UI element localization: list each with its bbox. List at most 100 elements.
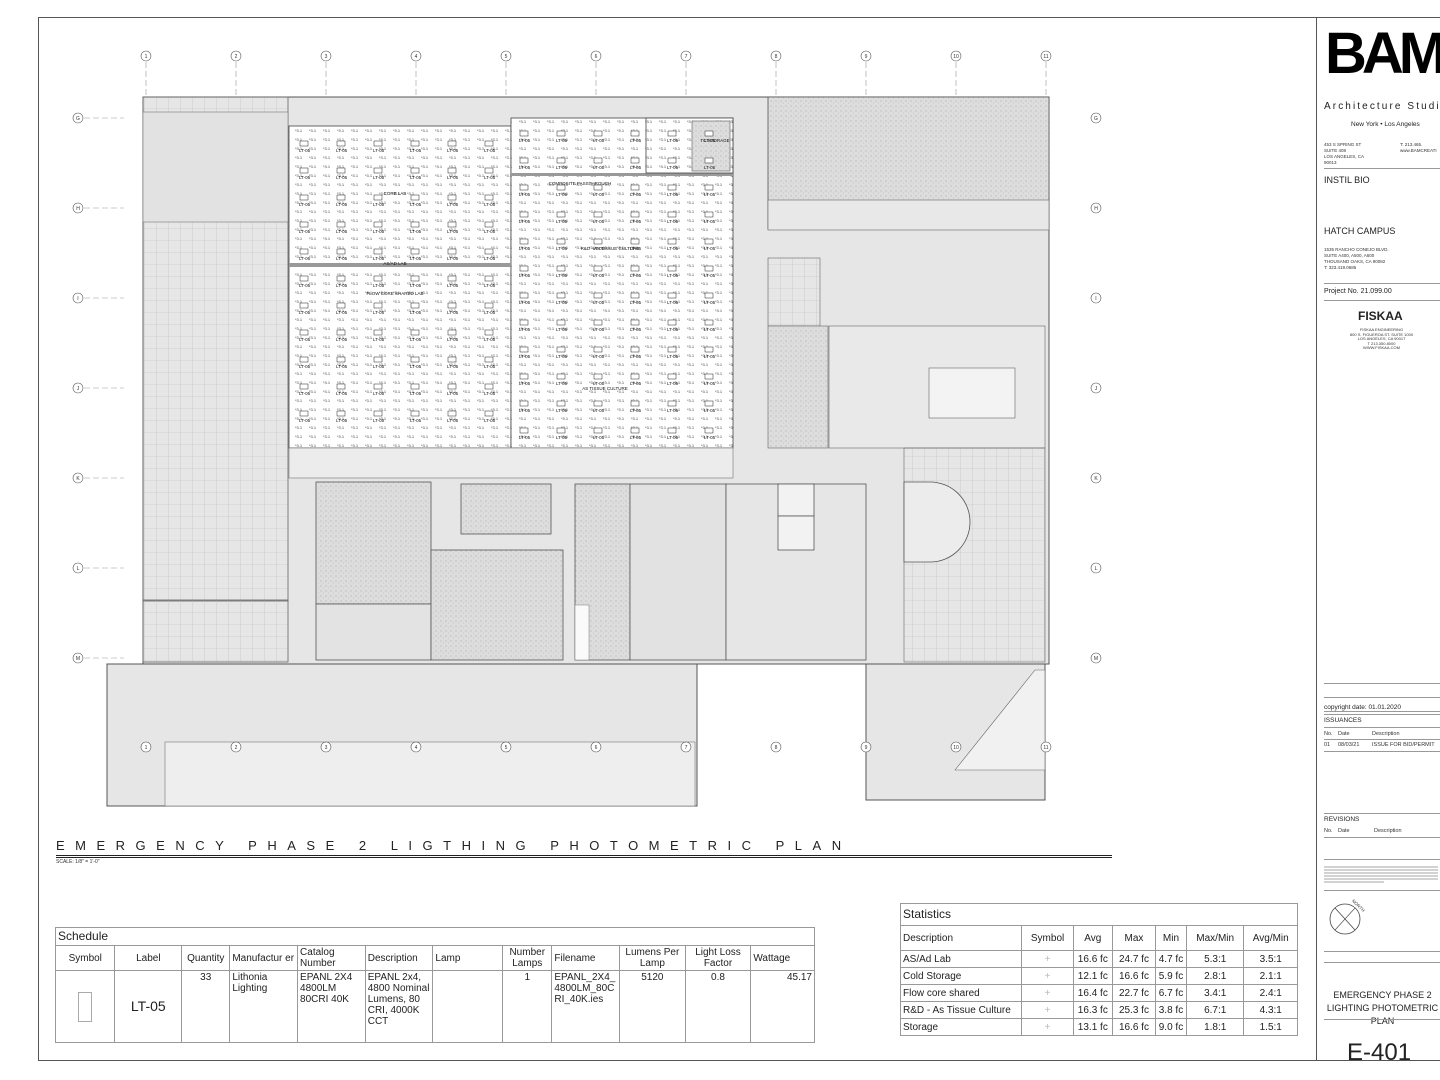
grid-column-label: 9	[865, 54, 868, 60]
grid-column-label: 4	[415, 745, 418, 751]
fixture-tag: LT-05	[447, 364, 459, 369]
fixture-tag: LT-05	[556, 300, 568, 305]
fixture-quantity: 33	[181, 970, 231, 1043]
statistics-row: AS/Ad Lab + 16.6 fc 24.7 fc 4.7 fc 5.3:1…	[899, 950, 1298, 968]
fixture-lt05-icon	[667, 373, 677, 380]
fixture-tag: LT-05	[447, 175, 459, 180]
fixture-tag: LT-05	[336, 310, 348, 315]
grid-bubble-icon	[860, 741, 872, 753]
fixture-lt05-icon	[336, 140, 346, 147]
schedule-title: Schedule	[55, 927, 815, 945]
statistics-header: Description	[899, 925, 1023, 951]
fixture-tag: LT-05	[593, 219, 605, 224]
grid-column-label: 2	[235, 745, 238, 751]
fixture-tag: LT-05	[373, 391, 385, 396]
grid-bubble-icon	[860, 50, 872, 62]
stat-maxmin: 3.4:1	[1185, 984, 1245, 1002]
divider	[1324, 837, 1440, 838]
grid-bubble-icon	[410, 50, 422, 62]
fixture-tag: LT-05	[373, 310, 385, 315]
fixture-tag: LT-05	[336, 229, 348, 234]
stat-avg: 13.1 fc	[1072, 1018, 1113, 1036]
fixture-tag: LT-05	[593, 273, 605, 278]
grid-column-label: 7	[685, 745, 688, 751]
grid-bubble-icon	[770, 50, 782, 62]
photometric-lab-area	[288, 117, 734, 479]
engineer-address-line: LOS ANGELES, CA 90017	[1357, 336, 1406, 341]
grid-bubble-icon	[1040, 741, 1052, 753]
grid-column-label: 3	[325, 745, 328, 751]
fixture-lt05-icon	[519, 292, 529, 299]
statistics-row: Flow core shared + 16.4 fc 22.7 fc 6.7 f…	[899, 984, 1298, 1002]
fixture-lt05-icon	[373, 140, 383, 147]
fixture-lt05-icon	[519, 265, 529, 272]
stat-description: R&D - As Tissue Culture	[899, 1001, 1023, 1019]
fixture-tag: LT-05	[484, 391, 496, 396]
fixture-tag: LT-05	[630, 408, 642, 413]
project-address-line: T: 323.419.0685	[1324, 265, 1357, 270]
fixture-lt05-icon	[336, 410, 346, 417]
fixture-tag: LT-05	[519, 192, 531, 197]
fixture-tag: LT-05	[593, 408, 605, 413]
fixture-number-lamps: 1	[502, 970, 553, 1043]
fixture-tag: LT-05	[484, 310, 496, 315]
fixture-tag: LT-05	[299, 364, 311, 369]
fixture-tag: LT-05	[704, 192, 716, 197]
statistics-table: Statistics Description Symbol Avg Max Mi…	[899, 903, 1298, 1036]
fixture-lt05-icon	[556, 427, 566, 434]
fixture-tag: LT-05	[630, 192, 642, 197]
plan-title: EMERGENCY PHASE 2 LIGTHING PHOTOMETRIC P…	[56, 838, 852, 853]
fixture-tag: LT-05	[373, 202, 385, 207]
fixture-lt05-icon	[484, 383, 494, 390]
fixture-tag: LT-05	[556, 435, 568, 440]
fixture-lt05-icon	[593, 265, 603, 272]
fixture-lt05-icon	[704, 292, 714, 299]
fixture-lt05-icon	[593, 130, 603, 137]
divider	[1324, 300, 1440, 301]
divider	[1324, 962, 1440, 963]
fixture-tag: LT-05	[299, 148, 311, 153]
fixture-filename: EPANL_2X4_ 4800LM_80C RI_40K.ies	[551, 970, 621, 1043]
fixture-lt05-icon	[593, 184, 603, 191]
statistics-header: Max	[1111, 925, 1157, 951]
fixture-tag: LT-05	[667, 435, 679, 440]
fixture-lt05-icon	[373, 194, 383, 201]
fixture-lt05-icon	[519, 346, 529, 353]
engineer-address-line: 800 S. FIGUEROA ST. SUITE 1000	[1349, 331, 1414, 337]
grid-bubble-icon	[1090, 292, 1102, 304]
floor-plan: *3.1	[72, 50, 1102, 807]
fixture-tag: LT-05	[667, 192, 679, 197]
fixture-lt05-icon	[519, 319, 529, 326]
fixture-tag: LT-05	[667, 138, 679, 143]
statistics-row: Storage + 13.1 fc 16.6 fc 9.0 fc 1.8:1 1…	[899, 1018, 1298, 1036]
fixture-lt05-icon	[667, 157, 677, 164]
schedule-header: Light Loss Factor	[684, 945, 752, 971]
fixture-lt05-icon	[519, 373, 529, 380]
fixture-tag: LT-05	[556, 273, 568, 278]
grid-bubble-icon	[1090, 112, 1102, 124]
fixture-lt05-icon	[593, 292, 603, 299]
room-label: AS/AD LAB	[383, 261, 406, 266]
stat-max: 16.6 fc	[1111, 967, 1157, 985]
statistics-header: Avg	[1072, 925, 1113, 951]
fixture-lt05-icon	[410, 221, 420, 228]
grid-bubble-icon	[1090, 472, 1102, 484]
fixture-catalog: EPANL 2X4 4800LM 80CRI 40K	[297, 970, 366, 1043]
address-line: 90013	[1324, 160, 1337, 165]
fixture-tag: LT-05	[556, 327, 568, 332]
grid-column-label: 3	[325, 54, 328, 60]
statistics-header: Avg/Min	[1243, 925, 1298, 951]
fixture-tag: LT-05	[410, 337, 422, 342]
divider	[1324, 727, 1440, 728]
fixture-tag: LT-05	[410, 148, 422, 153]
stat-min: 9.0 fc	[1155, 1018, 1187, 1036]
fixture-lt05-icon	[336, 221, 346, 228]
fixture-lt05-icon	[410, 194, 420, 201]
fixture-tag: LT-05	[299, 391, 311, 396]
grid-row-label: K	[76, 476, 80, 482]
room-label: R&D - AS TISSUE CULTURE	[581, 246, 640, 251]
fixture-tag: LT-05	[556, 219, 568, 224]
fixture-lt05-icon	[299, 329, 309, 336]
